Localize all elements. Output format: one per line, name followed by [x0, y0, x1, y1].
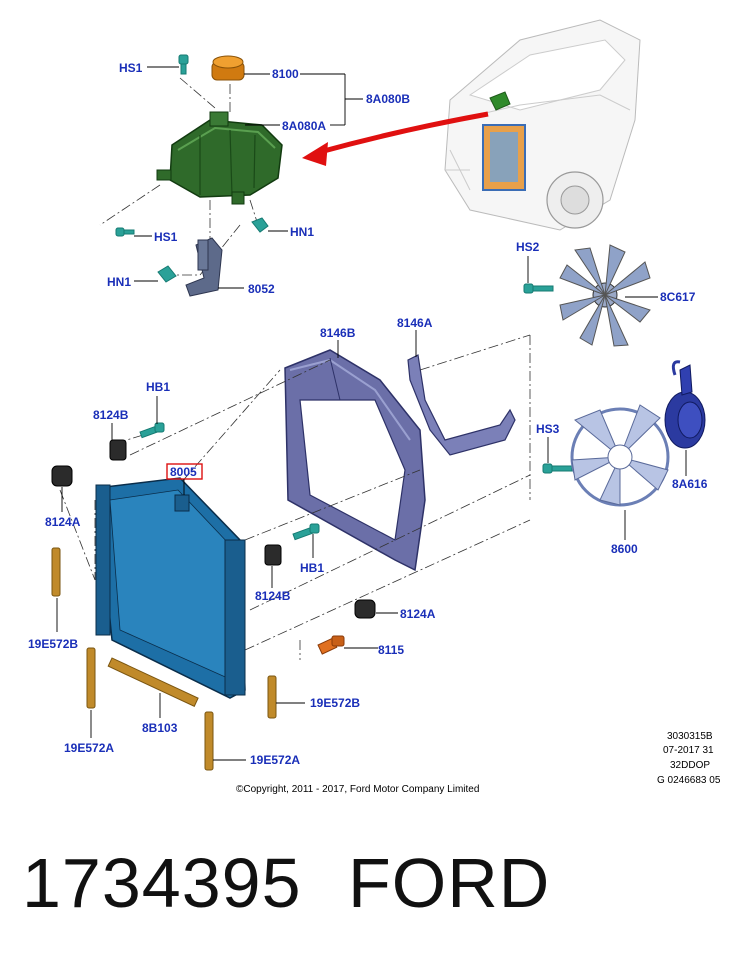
callout-19e572a-left: 19E572A [64, 741, 114, 755]
callout-8124b-top: 8124B [93, 408, 129, 422]
callout-8146a: 8146A [397, 316, 433, 330]
hn1-nut-left [157, 265, 177, 283]
sensor-8115 [317, 635, 345, 655]
callout-8600: 8600 [611, 542, 638, 556]
cap-8100 [211, 55, 245, 81]
reservoir-8a080a [156, 111, 283, 205]
parts-diagram: HS1 8100 8A080B 8A080A HS1 HN1 HN1 8052 … [28, 19, 721, 795]
callout-8100: 8100 [272, 67, 299, 81]
callout-8146b: 8146B [320, 326, 356, 340]
callout-8b103: 8B103 [142, 721, 178, 735]
bracket-8052 [185, 237, 223, 297]
copyright-text: ©Copyright, 2011 - 2017, Ford Motor Comp… [236, 784, 479, 795]
hb1-bolt-top [139, 422, 165, 439]
seal-19e572a-left [86, 647, 96, 709]
reference-line-2: 07-2017 31 [663, 745, 714, 756]
reference-line-1: 3030315B [667, 731, 713, 742]
seal-19e572a-right [204, 711, 214, 771]
callout-8124a-right: 8124A [400, 607, 436, 621]
callout-hs1-top: HS1 [119, 61, 143, 75]
seal-8b103 [107, 657, 199, 707]
callout-hs1-mid: HS1 [154, 230, 178, 244]
callout-hn1-right: HN1 [290, 225, 314, 239]
isolator-8124a-right [354, 599, 376, 619]
part-number: 1734395 [22, 844, 302, 922]
hs1-bolt-mid [115, 227, 135, 237]
reference-line-4: G 0246683 05 [657, 775, 721, 786]
callout-hb1-top: HB1 [146, 380, 170, 394]
reference-line-3: 32DDOP [670, 760, 710, 771]
callout-hs3: HS3 [536, 422, 560, 436]
seal-19e572b-left [51, 547, 61, 597]
fan-clutch-8a616 [664, 360, 706, 449]
hs3-bolt [542, 463, 573, 474]
isolator-8124b-bottom [264, 544, 282, 566]
callout-8124a-left: 8124A [45, 515, 81, 529]
callout-8a080b: 8A080B [366, 92, 410, 106]
seal-19e572b-right [267, 675, 277, 719]
shroud-extension-8146a [407, 354, 516, 456]
callout-19e572b-right: 19E572B [310, 696, 360, 710]
callout-hn1-left: HN1 [107, 275, 131, 289]
callout-hs2: HS2 [516, 240, 540, 254]
hb1-bolt-bottom [292, 523, 320, 541]
isolator-8124b-top [109, 439, 127, 461]
part-title: 1734395 FORD [22, 838, 722, 928]
callout-8a616: 8A616 [672, 477, 708, 491]
fan-8600 [570, 404, 670, 507]
radiator-8005 [95, 477, 246, 699]
callout-hb1-bottom: HB1 [300, 561, 324, 575]
fan-8c617 [559, 244, 651, 347]
callout-19e572b-left: 19E572B [28, 637, 78, 651]
hs1-bolt-top [178, 54, 189, 75]
isolator-8124a-left [51, 465, 73, 487]
callout-8124b-bottom: 8124B [255, 589, 291, 603]
callout-8052: 8052 [248, 282, 275, 296]
hn1-nut-right [251, 217, 269, 233]
fan-shroud-8146b [284, 349, 426, 572]
highlight-box-8005 [166, 463, 203, 480]
hs2-bolt [523, 283, 554, 294]
location-arrow [302, 111, 489, 166]
callout-19e572a-right: 19E572A [250, 753, 300, 767]
callout-8a080a: 8A080A [282, 119, 326, 133]
callout-8c617: 8C617 [660, 290, 696, 304]
callout-8005: 8005 [170, 465, 197, 479]
callout-8115: 8115 [378, 643, 404, 657]
vehicle-locator-illustration [444, 19, 641, 231]
brand-name: FORD [348, 844, 551, 922]
